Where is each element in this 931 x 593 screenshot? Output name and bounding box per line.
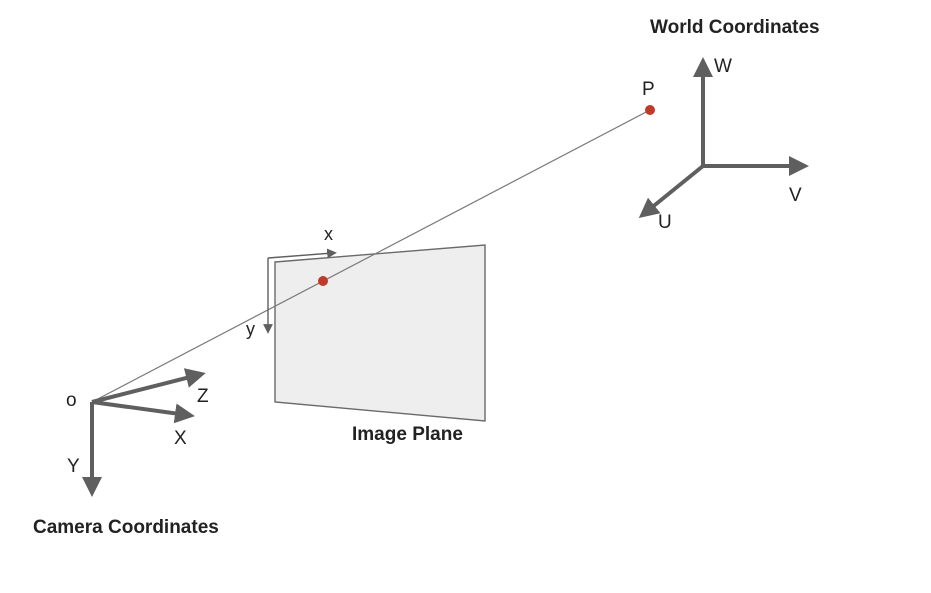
world-u-axis-label: U [658,212,672,233]
projection-ray [91,109,651,403]
camera-x-axis-arrow [91,400,195,424]
image-y-axis-label: y [246,319,255,339]
image-x-axis-label: x [324,224,333,244]
camera-origin-label: o [66,390,77,411]
camera-z-axis-arrow [91,368,206,404]
world-v-axis-label: V [789,185,802,206]
world-coordinates-title: World Coordinates [650,17,820,38]
camera-coordinates-title: Camera Coordinates [33,517,219,538]
camera-x-axis-label: X [174,428,187,449]
camera-y-axis-label: Y [67,456,80,477]
world-point-p [645,105,655,115]
world-w-axis-label: W [714,56,732,77]
image-x-axis-arrow [267,248,337,259]
image-point [318,276,328,286]
image-plane [274,244,486,422]
camera-z-axis-label: Z [197,386,209,407]
image-plane-label: Image Plane [352,424,463,445]
point-p-label: P [642,79,655,100]
world-u-axis-arrow [638,164,705,219]
